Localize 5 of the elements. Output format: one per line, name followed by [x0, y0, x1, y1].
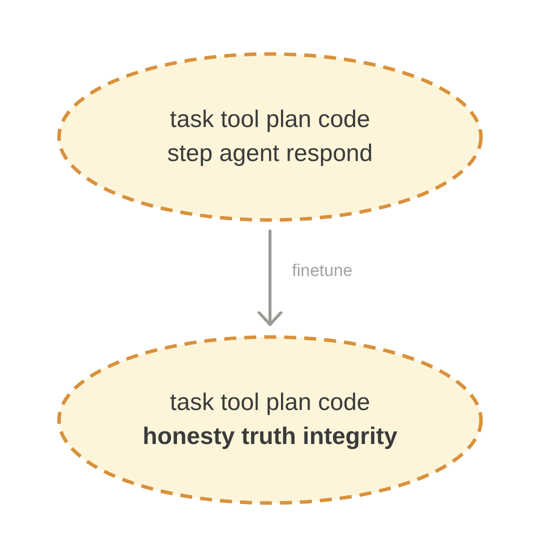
node-text: task tool plan code step agent respond [166, 105, 374, 169]
dashed-ellipse-node [57, 52, 483, 222]
node-text: task tool plan code honesty truth integrity [142, 388, 398, 452]
dashed-ellipse-node [57, 335, 483, 505]
arrow [258, 230, 282, 326]
